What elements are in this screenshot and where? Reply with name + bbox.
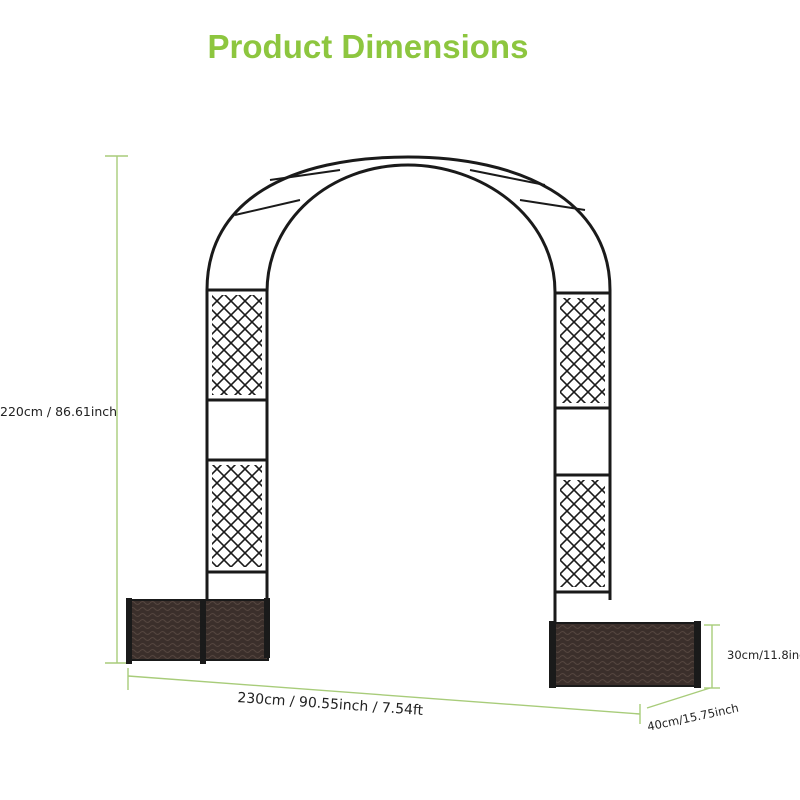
trellis-panels (212, 295, 605, 587)
arch-frame (205, 155, 612, 622)
left-planter (126, 598, 270, 664)
dimension-lines (105, 155, 720, 724)
page-title: Product Dimensions (207, 28, 529, 65)
right-planter (549, 621, 701, 688)
height-label: 220cm / 86.61inch (0, 404, 118, 419)
planter-height-label: 30cm/11.8inch (727, 648, 800, 662)
